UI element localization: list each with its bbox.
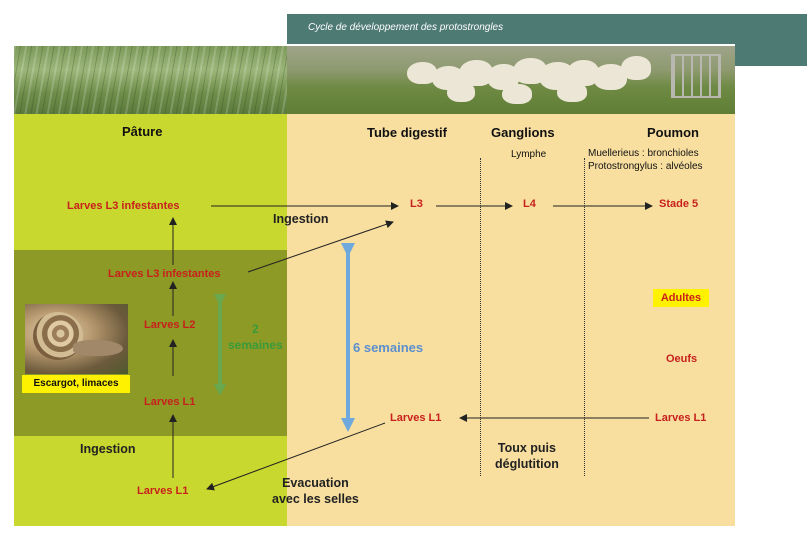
header-pature: Pâture [122, 124, 163, 139]
poumon-notes: Muellerieus : bronchioles Protostrongylu… [588, 148, 703, 173]
diagram-title: Cycle de développement des protostrongle… [308, 22, 504, 33]
stage-l4: L4 [523, 198, 536, 210]
lymphe-label: Lymphe [511, 149, 547, 160]
sheep-flock-photo [287, 46, 735, 114]
label-evacuation: Evacuation avec les selles [272, 476, 359, 507]
divider-ganglions-poumon [584, 158, 585, 476]
title-band [287, 14, 807, 44]
snail-label: Escargot, limaces [22, 375, 130, 393]
label-toux-deglutition: Toux puis déglutition [495, 441, 559, 472]
header-tube-digestif: Tube digestif [367, 125, 447, 140]
title-band-extension [735, 44, 807, 66]
label-six-weeks: 6 semaines [353, 340, 424, 355]
divider-tube-ganglions [480, 158, 481, 476]
label-ingestion-snail: Ingestion [80, 442, 136, 456]
stage-5: Stade 5 [659, 198, 699, 210]
label-two-weeks: 2 semaines [228, 322, 283, 352]
stage-adultes: Adultes [653, 289, 709, 307]
stage-oeufs: Oeufs [666, 353, 698, 365]
stage-l1-feces: Larves L1 [137, 485, 189, 497]
stage-l2: Larves L2 [144, 319, 196, 331]
stage-l3-infestantes-mid: Larves L3 infestantes [108, 268, 221, 280]
snail-photo [25, 304, 128, 374]
note-muellerius: Muellerieus : bronchioles [588, 148, 699, 159]
stage-l1-snail: Larves L1 [144, 396, 196, 408]
pasture-grass-photo [14, 46, 287, 114]
arrow-l1tube-to-l1bottom [206, 422, 386, 491]
stage-l1-tube: Larves L1 [390, 412, 442, 424]
stage-l3: L3 [410, 198, 423, 210]
definitive-host-panel [287, 114, 735, 526]
label-ingestion-host: Ingestion [273, 212, 329, 226]
header-poumon: Poumon [647, 125, 699, 140]
note-protostrongylus: Protostrongylus : alvéoles [588, 160, 703, 172]
arrow-l3-mid-to-l3 [247, 220, 394, 273]
stage-l3-infestantes-top: Larves L3 infestantes [67, 200, 180, 212]
header-ganglions: Ganglions [491, 125, 555, 140]
stage-l1-lung: Larves L1 [655, 412, 707, 424]
